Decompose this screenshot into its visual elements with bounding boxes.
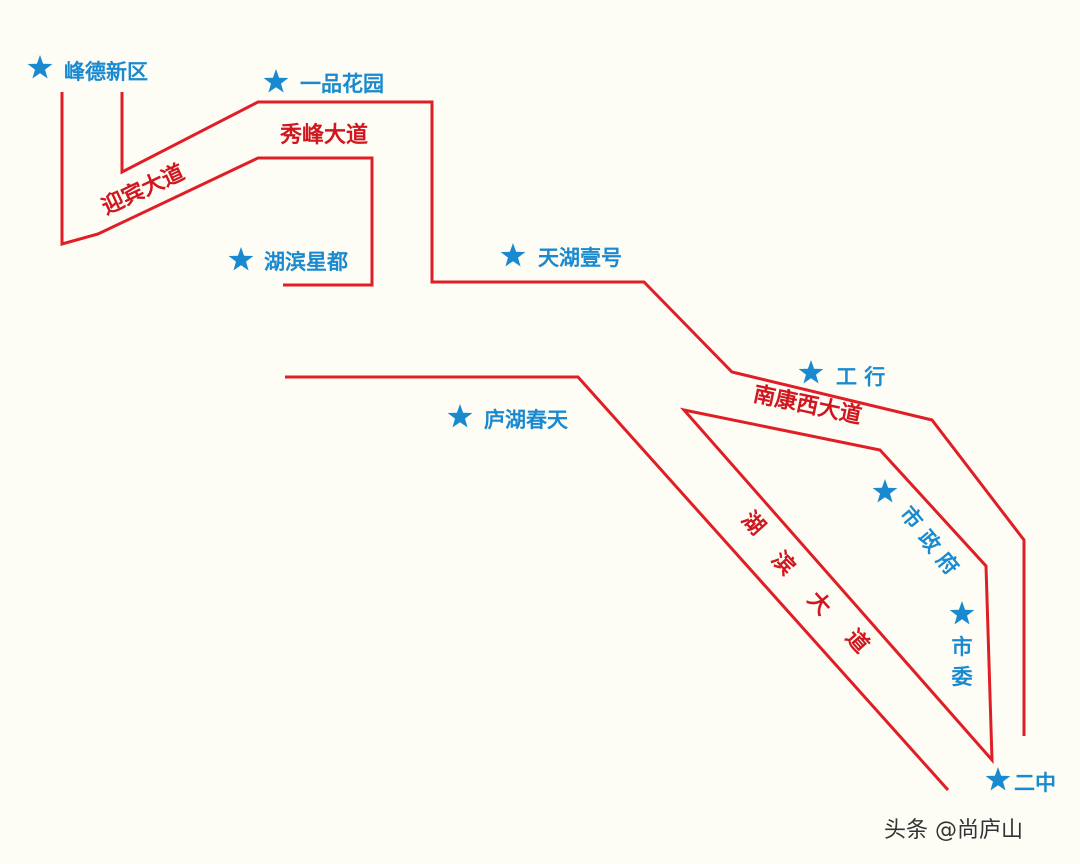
place-label-shizhengfu-2: 政 xyxy=(913,526,946,558)
place-label-hubin-xingdu: 湖滨星都 xyxy=(264,250,348,274)
place-markers: 峰德新区 一品花园 湖滨星都 天湖壹号 工 行 庐湖春天 市 政 府 市 委 二… xyxy=(27,55,1056,795)
place-label-shiwei-2: 委 xyxy=(951,665,973,689)
road-line-yingbin-inner xyxy=(120,92,1026,736)
road-line-west-loop xyxy=(60,92,374,287)
place-label-erzhong: 二中 xyxy=(1014,771,1056,795)
road-line-triangle xyxy=(679,407,994,765)
star-icon xyxy=(447,404,473,428)
road-label-yingbin: 迎宾大道 xyxy=(98,159,189,220)
road-label-hubin-1: 湖 xyxy=(736,507,769,540)
star-icon xyxy=(228,247,254,271)
place-label-fengde: 峰德新区 xyxy=(64,60,148,84)
road-label-xiufeng: 秀峰大道 xyxy=(279,122,368,148)
road-line-hubin-outer xyxy=(285,375,950,792)
place-label-shiwei-1: 市 xyxy=(952,635,973,659)
place-label-tianhu: 天湖壹号 xyxy=(538,246,622,270)
star-icon xyxy=(872,479,898,503)
place-label-luhu: 庐湖春天 xyxy=(484,408,569,432)
road-label-hubin-2: 滨 xyxy=(766,546,800,580)
place-label-shizhengfu-1: 市 xyxy=(895,502,927,534)
road-network xyxy=(60,92,1026,792)
star-icon xyxy=(985,767,1011,791)
road-label-hubin-4: 道 xyxy=(840,624,874,658)
star-icon xyxy=(27,55,53,79)
place-label-yipin: 一品花园 xyxy=(300,72,384,96)
star-icon xyxy=(500,243,526,267)
place-label-gonghang: 工 行 xyxy=(836,365,885,389)
star-icon xyxy=(263,69,289,93)
place-label-shizhengfu-3: 府 xyxy=(931,548,963,580)
star-icon xyxy=(798,360,824,384)
road-label-hubin-3: 大 xyxy=(802,587,835,620)
star-icon xyxy=(949,601,975,625)
watermark-text: 头条 @尚庐山 xyxy=(884,818,1023,843)
